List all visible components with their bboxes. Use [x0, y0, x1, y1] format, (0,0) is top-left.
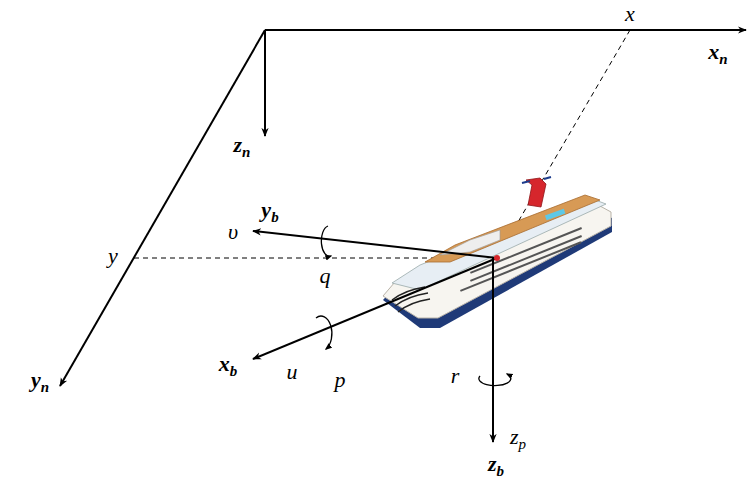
axis-label: zn [234, 134, 251, 156]
axis-label: yn [31, 369, 49, 391]
axis-label: xb [219, 353, 238, 375]
yn-axis [60, 30, 265, 386]
ned-axes [60, 30, 746, 386]
rate-label: p [335, 369, 346, 391]
body-origin [494, 255, 500, 261]
coordinate-label: y [108, 245, 118, 267]
yb-axis [253, 231, 497, 258]
rate-label: q [320, 265, 331, 287]
p-rotation [316, 316, 332, 349]
zb-axis [492, 258, 494, 442]
axis-label: zp [510, 426, 526, 448]
xb-axis [253, 258, 497, 359]
coordinate-label: x [625, 3, 635, 25]
xn-axis [265, 29, 746, 31]
r-rotation [479, 374, 511, 386]
body-axes [253, 231, 497, 442]
ship-illustration [383, 177, 612, 328]
velocity-label: u [287, 361, 298, 383]
zn-axis [264, 30, 266, 136]
rotation-arrows [316, 226, 511, 386]
rate-label: r [451, 365, 460, 387]
axis-label: zb [488, 453, 504, 475]
velocity-label: υ [228, 221, 238, 243]
axis-label: yb [261, 199, 278, 221]
axis-label: xn [708, 41, 727, 63]
q-rotation [321, 226, 331, 256]
